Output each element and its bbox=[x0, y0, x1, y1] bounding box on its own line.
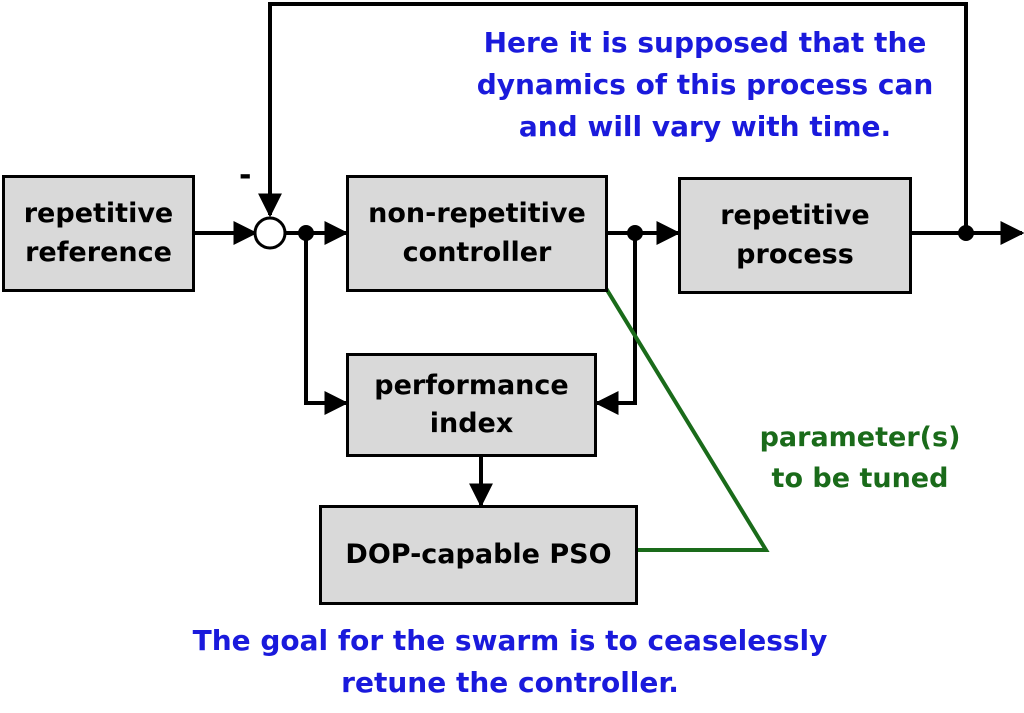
note-line: Here it is supposed that the bbox=[483, 26, 927, 59]
repetitive-reference-block: repetitive reference bbox=[2, 175, 195, 292]
wire-pso-to-controller bbox=[572, 233, 770, 552]
summing-junction-sign: - bbox=[239, 158, 252, 193]
wire-error-to-index bbox=[304, 233, 349, 415]
performance-index-block: performance index bbox=[346, 353, 597, 457]
block-line: index bbox=[429, 408, 514, 439]
block-line: controller bbox=[402, 236, 552, 268]
note-line: and will vary with time. bbox=[518, 110, 892, 143]
block-line: repetitive bbox=[720, 200, 870, 232]
note-line: to be tuned bbox=[771, 462, 949, 494]
branch-point-control bbox=[627, 225, 643, 241]
block-line: reference bbox=[25, 236, 172, 268]
note-line: The goal for the swarm is to ceaselessly bbox=[192, 624, 828, 657]
block-line: process bbox=[736, 238, 854, 270]
branch-point-error bbox=[298, 225, 314, 241]
block-line: repetitive bbox=[23, 198, 174, 230]
note-line: dynamics of this process can bbox=[476, 68, 934, 101]
parameters-note: parameter(s) to be tuned bbox=[720, 418, 1000, 499]
summing-junction bbox=[253, 216, 287, 250]
block-line: non-repetitive bbox=[368, 198, 586, 230]
wire-feedback-loop bbox=[258, 2, 968, 233]
dynamics-note: Here it is supposed that the dynamics of… bbox=[440, 22, 970, 148]
block-line: performance bbox=[374, 369, 569, 401]
dop-capable-pso-block: DOP-capable PSO bbox=[319, 505, 638, 605]
note-line: parameter(s) bbox=[759, 422, 961, 453]
branch-point-output bbox=[958, 225, 974, 241]
note-line: retune the controller. bbox=[341, 666, 679, 699]
goal-note: The goal for the swarm is to ceaselessly… bbox=[140, 620, 880, 704]
block-line: DOP-capable PSO bbox=[345, 538, 612, 570]
wire-control-to-index bbox=[594, 233, 637, 415]
repetitive-process-block: repetitive process bbox=[678, 177, 912, 294]
non-repetitive-controller-block: non-repetitive controller bbox=[346, 175, 608, 292]
